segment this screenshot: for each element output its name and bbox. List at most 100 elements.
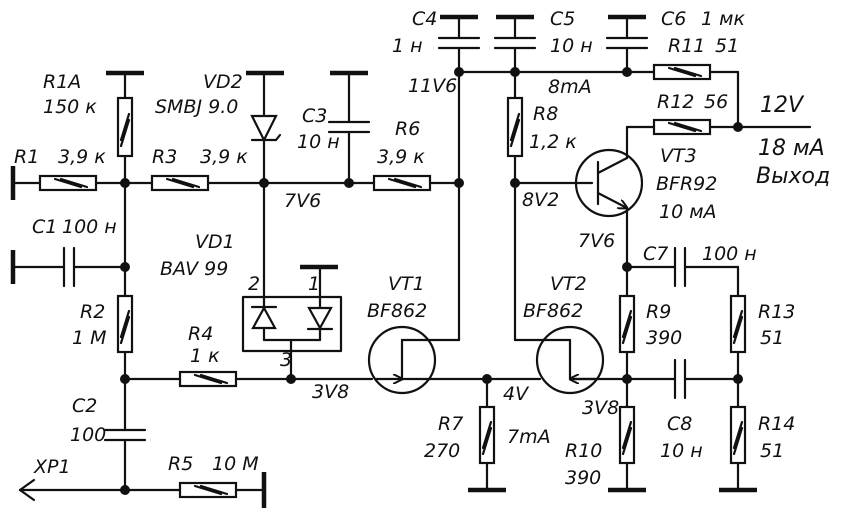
label-r8-value: 1,2 к <box>529 131 577 153</box>
label-c8-value: 10 н <box>660 440 703 462</box>
label-vt3-current: 10 мА <box>659 201 717 223</box>
label-c4-value: 1 н <box>392 35 423 57</box>
label-node-3v8-right: 3V8 <box>582 397 619 419</box>
label-r11: R11 <box>668 35 705 57</box>
label-r6: R6 <box>395 118 420 140</box>
resistor-r14 <box>729 405 747 465</box>
label-c6: C6 <box>661 8 686 30</box>
label-vd1: VD1 <box>195 231 235 253</box>
label-node-7v6-left: 7V6 <box>284 190 321 212</box>
label-output-current: 18 мА <box>758 136 825 161</box>
capacitor-c2 <box>103 428 147 442</box>
resistor-r1 <box>38 174 98 192</box>
resistor-r1a <box>116 96 134 158</box>
label-r3-value: 3,9 к <box>200 146 248 168</box>
label-r1a-value: 150 к <box>43 96 97 118</box>
label-c7: C7 <box>643 243 668 265</box>
label-c1: C1 <box>32 216 57 238</box>
label-node-4v: 4V <box>503 383 530 405</box>
label-r1a: R1A <box>43 71 81 93</box>
label-r8: R8 <box>533 103 558 125</box>
label-c5-value: 10 н <box>550 35 593 57</box>
label-r3: R3 <box>152 146 177 168</box>
label-node-8v2: 8V2 <box>522 189 559 211</box>
xp1-output-arrow <box>18 478 36 502</box>
label-r1: R1 <box>14 146 39 168</box>
label-r7-current: 7mA <box>507 426 551 448</box>
label-r12-value: 56 <box>704 91 728 113</box>
label-r2: R2 <box>80 301 105 323</box>
label-r6-value: 3,9 к <box>377 146 425 168</box>
label-r5-value: 10 М <box>212 453 259 475</box>
label-vd1-pin-3: 3 <box>280 349 292 371</box>
label-c3-value: 10 н <box>297 131 340 153</box>
label-node-3v8-left: 3V8 <box>312 381 349 403</box>
label-c7-value: 100 н <box>702 243 757 265</box>
label-r14-value: 51 <box>760 440 784 462</box>
label-vd1-pin-1: 1 <box>308 273 320 295</box>
capacitor-c5 <box>493 36 537 50</box>
resistor-r13 <box>729 294 747 354</box>
label-vt2: VT2 <box>550 273 587 295</box>
label-r4-value: 1 к <box>190 345 220 367</box>
resistors <box>38 63 747 499</box>
label-node-8ma: 8mA <box>548 76 592 98</box>
transistor-vt2 <box>535 325 605 395</box>
resistor-r3 <box>150 174 210 192</box>
capacitor-c1 <box>62 246 76 288</box>
transistor-vt3 <box>574 148 644 218</box>
label-vt2-type: BF862 <box>523 300 583 322</box>
label-c8: C8 <box>667 413 692 435</box>
label-r7-value: 270 <box>424 440 460 462</box>
capacitor-c6 <box>605 36 649 50</box>
resistor-r12 <box>652 118 712 136</box>
transistors <box>367 148 644 395</box>
label-vd1-pin-2: 2 <box>248 273 260 295</box>
label-r12: R12 <box>657 91 694 113</box>
resistor-r11 <box>652 63 712 81</box>
diodes <box>241 114 343 353</box>
diode-vd2 <box>250 114 282 143</box>
label-c5: C5 <box>550 8 575 30</box>
label-c6-value: 1 мк <box>701 8 745 30</box>
diode-vd1 <box>241 295 343 353</box>
resistor-r4 <box>178 370 238 388</box>
label-vd2: VD2 <box>203 71 243 93</box>
label-node-11v6: 11V6 <box>408 75 457 97</box>
label-vt3-type: BFR92 <box>656 173 717 195</box>
label-c1-value: 100 н <box>62 216 117 238</box>
label-r7: R7 <box>438 413 463 435</box>
resistor-r5 <box>178 481 238 499</box>
label-vt1-type: BF862 <box>367 300 427 322</box>
label-vt3: VT3 <box>660 145 697 167</box>
label-vd1-type: BAV 99 <box>160 258 228 280</box>
label-output-voltage: 12V <box>760 93 805 118</box>
capacitor-c7 <box>673 246 687 288</box>
label-r1-value: 3,9 к <box>58 146 106 168</box>
label-r5: R5 <box>168 453 193 475</box>
capacitor-c4 <box>437 36 481 50</box>
label-xp1: XP1 <box>33 456 71 478</box>
label-vd2-value: SMBJ 9.0 <box>155 96 238 118</box>
label-c4: C4 <box>412 8 437 30</box>
resistor-r6 <box>372 174 432 192</box>
label-vt1: VT1 <box>388 273 425 295</box>
label-r2-value: 1 М <box>72 327 107 349</box>
label-output-name: Выход <box>756 164 830 189</box>
capacitor-c3 <box>327 120 371 134</box>
label-r4: R4 <box>188 323 213 345</box>
label-node-7v6-right: 7V6 <box>578 230 615 252</box>
junctions <box>120 67 743 495</box>
label-r11-value: 51 <box>715 35 739 57</box>
label-c3: C3 <box>302 105 327 127</box>
capacitors <box>62 36 687 442</box>
label-r13: R13 <box>758 301 795 323</box>
resistor-r7 <box>478 405 496 465</box>
resistor-r8 <box>506 96 524 158</box>
label-r13-value: 51 <box>760 327 784 349</box>
resistor-r2 <box>116 294 134 354</box>
resistor-r9 <box>618 294 636 354</box>
transistor-vt1 <box>367 325 437 395</box>
